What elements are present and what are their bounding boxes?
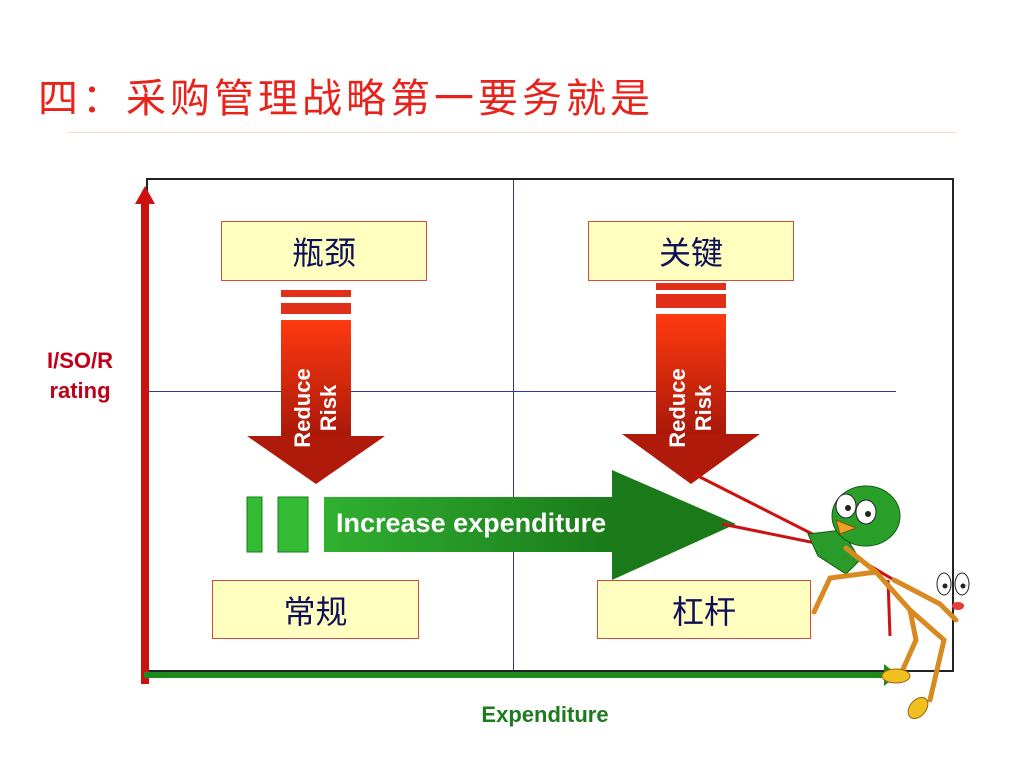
reduce-risk-arrow-right xyxy=(622,283,760,484)
matrix-vertical-divider xyxy=(513,180,514,670)
quadrant-label-routine: 常规 xyxy=(212,580,419,639)
quadrant-label-bottleneck: 瓶颈 xyxy=(221,221,427,281)
x-axis-label: Expenditure xyxy=(481,702,609,727)
page-title: 四：采购管理战略第一要务就是 xyxy=(38,76,654,122)
y-axis-arrow xyxy=(135,186,155,684)
quadrant-label-leverage: 杠杆 xyxy=(597,580,811,639)
bird-mascot-illustration xyxy=(693,472,970,720)
increase-expenditure-arrow xyxy=(246,470,736,580)
title-divider xyxy=(68,132,956,133)
quadrant-label-critical: 关键 xyxy=(588,221,794,281)
matrix-horizontal-divider xyxy=(148,391,896,392)
x-axis-arrow xyxy=(144,664,898,686)
reduce-risk-arrow-left xyxy=(247,290,385,484)
increase-expenditure-label: Increase expenditure xyxy=(336,508,607,538)
